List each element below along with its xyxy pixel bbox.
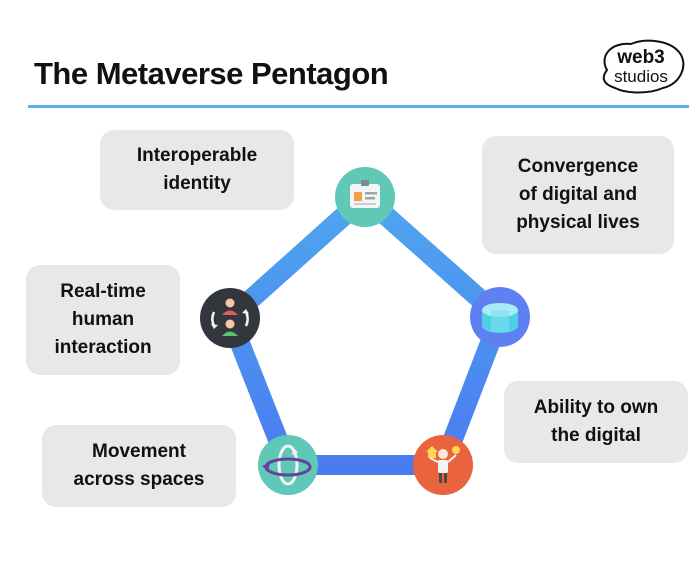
label-convergence: Convergence of digital and physical live… xyxy=(482,136,674,254)
node-own xyxy=(413,435,473,495)
label-real-time-interaction: Real-time human interaction xyxy=(26,265,180,375)
label-movement-across-spaces: Movement across spaces xyxy=(42,425,236,507)
cylinder-icon xyxy=(482,303,518,333)
label-ability-to-own: Ability to own the digital xyxy=(504,381,688,463)
node-movement xyxy=(258,435,318,495)
rotation-arrows-icon xyxy=(262,444,312,486)
node-realtime xyxy=(200,288,260,348)
node-identity xyxy=(335,167,395,227)
page-title: The Metaverse Pentagon xyxy=(34,56,389,91)
pentagon-edges xyxy=(220,187,510,475)
node-convergence xyxy=(470,287,530,347)
logo-line-1: web3 xyxy=(616,47,665,68)
two-people-exchange-icon xyxy=(211,298,249,336)
person-with-house-icon xyxy=(426,446,460,483)
title-divider xyxy=(28,105,689,108)
logo-line-2: studios xyxy=(614,67,668,86)
label-interoperable-identity: Interoperable identity xyxy=(100,130,294,210)
web3-studios-logo: web3 studios xyxy=(597,36,687,96)
id-card-icon xyxy=(350,180,380,208)
